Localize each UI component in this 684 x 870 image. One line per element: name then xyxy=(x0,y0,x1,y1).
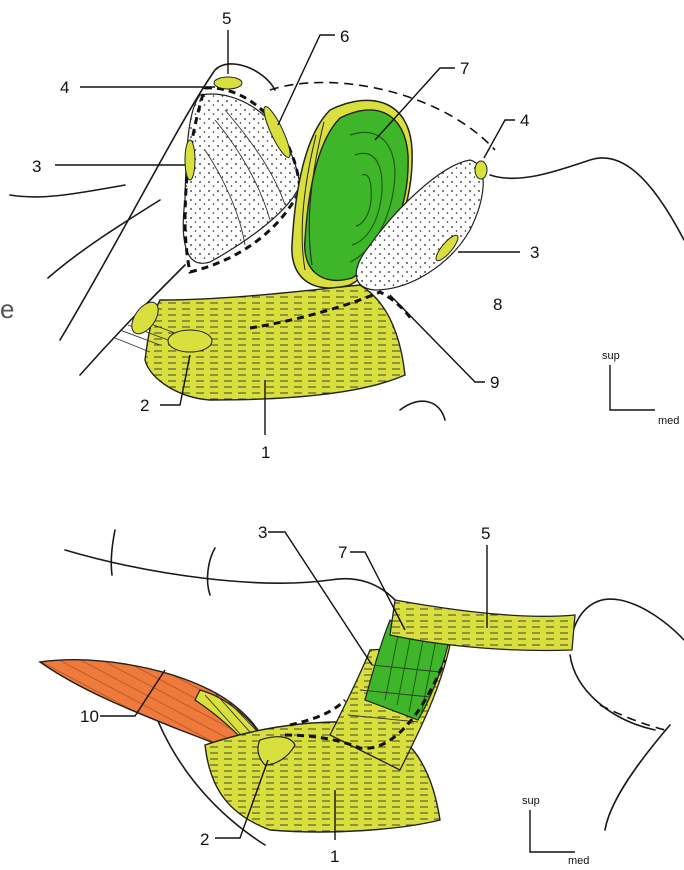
ligament-spot-4-right xyxy=(475,161,487,179)
bone-outline-left xyxy=(10,185,125,197)
leader-4-right xyxy=(484,120,515,158)
bone-outline-right-lower xyxy=(570,655,655,730)
top-panel: 5 4 6 3 7 4 3 8 9 2 1 e sup med xyxy=(0,9,684,462)
label-1-top: 1 xyxy=(261,443,270,462)
label-2-top: 2 xyxy=(140,396,149,415)
bone-outline-left-lower xyxy=(48,200,160,278)
bone-outline-mid-curve xyxy=(208,548,215,595)
leader-6 xyxy=(278,35,335,125)
orientation-sup-bottom: sup xyxy=(522,795,540,807)
label-3-top-left: 3 xyxy=(32,157,41,176)
bottom-panel: 3 7 5 10 2 1 sup med xyxy=(40,523,684,867)
label-7-bottom: 7 xyxy=(338,543,347,562)
label-2-bottom: 2 xyxy=(200,830,209,849)
label-3-bottom: 3 xyxy=(258,523,267,542)
orientation-med-bottom: med xyxy=(568,855,589,867)
label-7-top: 7 xyxy=(460,59,469,78)
label-4-top-right: 4 xyxy=(520,111,529,130)
label-5-top: 5 xyxy=(222,9,231,28)
bone-outline-lower-right xyxy=(400,401,445,420)
label-10-bottom: 10 xyxy=(80,707,99,726)
bone-outline-right xyxy=(490,158,684,240)
bone-outline-dashed-right xyxy=(600,705,665,730)
label-8-top: 8 xyxy=(493,295,502,314)
label-3-top-right: 3 xyxy=(530,243,539,262)
bone-outline-right xyxy=(570,599,684,645)
ligament-spot-2b xyxy=(168,330,212,352)
orientation-sup-top: sup xyxy=(602,350,620,362)
label-6-top: 6 xyxy=(340,27,349,46)
bone-outline-bottom-right xyxy=(605,725,670,830)
orientation-marker-bottom: sup med xyxy=(522,795,589,867)
orientation-med-top: med xyxy=(658,415,679,427)
label-1-bottom: 1 xyxy=(330,847,339,866)
label-9-top: 9 xyxy=(490,373,499,392)
ligament-spot-4-top xyxy=(214,77,242,89)
orientation-marker-top: sup med xyxy=(602,350,679,427)
stray-letter-e: e xyxy=(0,294,14,324)
ligament-spot-3-left xyxy=(185,140,195,180)
label-4-top-left: 4 xyxy=(60,78,69,97)
label-5-bottom: 5 xyxy=(481,524,490,543)
stippled-region-left xyxy=(183,94,300,263)
bone-outline-upper-left-curve xyxy=(111,530,115,575)
